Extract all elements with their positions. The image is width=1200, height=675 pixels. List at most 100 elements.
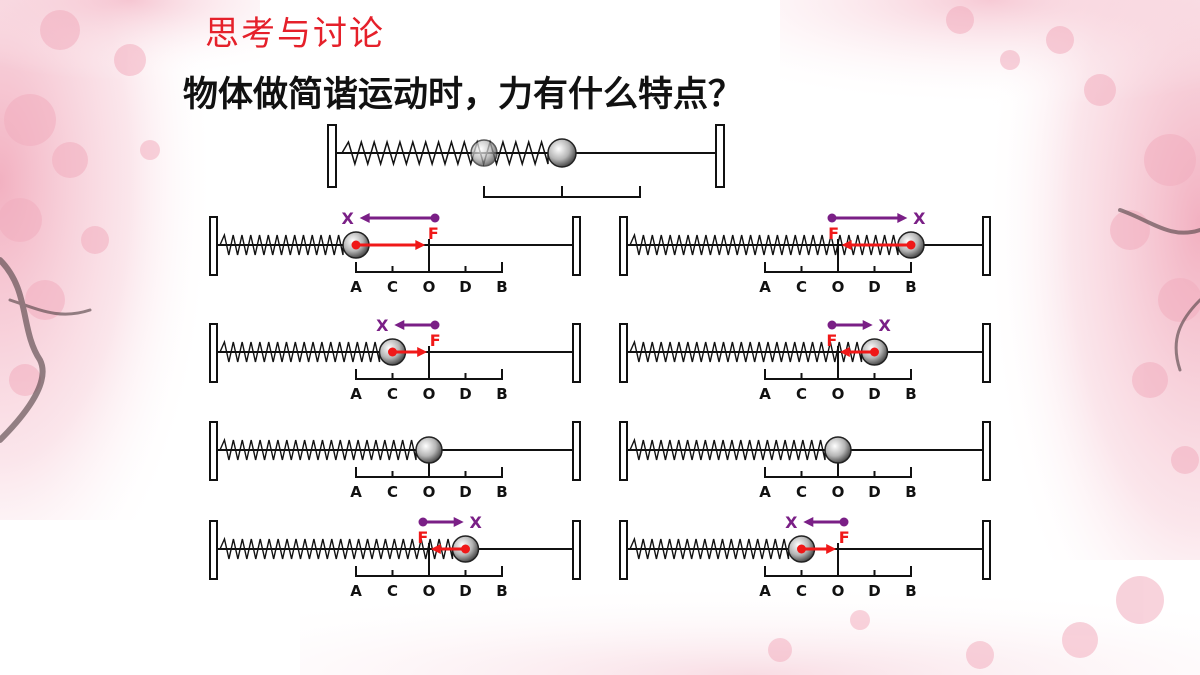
displacement-arrow: [359, 213, 440, 223]
tick-label-d: D: [868, 582, 880, 600]
tick-label-o: O: [423, 278, 436, 296]
left-wall: [209, 421, 218, 481]
left-wall: [209, 216, 218, 276]
tick-label-c: C: [796, 483, 807, 501]
tick-label-c: C: [796, 582, 807, 600]
right-wall: [572, 520, 581, 580]
tick-label-b: B: [496, 278, 507, 296]
displacement-arrow-tail-dot: [430, 213, 440, 223]
spring: [219, 536, 454, 560]
force-arrow-head: [415, 240, 426, 250]
ball: [824, 436, 852, 464]
force-arrow: [841, 240, 916, 250]
top-left-wall: [327, 124, 337, 188]
tick-label-o: O: [832, 483, 845, 501]
displacement-arrow: [827, 320, 873, 330]
displacement-label: X: [785, 513, 798, 532]
displacement-arrow-head: [897, 213, 908, 223]
tick-label-b: B: [905, 483, 916, 501]
spring: [629, 437, 826, 461]
spring: [219, 232, 344, 256]
tick-label-o: O: [423, 483, 436, 501]
force-arrow-head: [841, 240, 852, 250]
force-arrow-head: [430, 544, 441, 554]
force-arrow-head: [826, 544, 837, 554]
force-arrow-tail-dot: [797, 544, 806, 554]
force-arrow: [430, 544, 470, 554]
tick-label-b: B: [905, 385, 916, 403]
tick-label-c: C: [796, 385, 807, 403]
left-wall: [209, 520, 218, 580]
tick-label-a: A: [350, 483, 362, 501]
left-wall: [619, 421, 628, 481]
tick-label-o: O: [832, 385, 845, 403]
top-right-wall: [715, 124, 725, 188]
tick-label-d: D: [459, 385, 471, 403]
tick-label-a: A: [350, 385, 362, 403]
tick-label-d: D: [459, 582, 471, 600]
tick-label-o: O: [423, 582, 436, 600]
force-arrow: [351, 240, 426, 250]
force-arrow-head: [417, 347, 428, 357]
tick-label-a: A: [759, 278, 771, 296]
displacement-arrow-tail-dot: [839, 517, 849, 527]
spring: [629, 339, 863, 363]
force-label: F: [826, 331, 837, 350]
tick-label-b: B: [496, 385, 507, 403]
tick-label-a: A: [759, 483, 771, 501]
force-arrow-tail-dot: [351, 240, 361, 250]
right-wall: [982, 323, 991, 383]
ball: [415, 436, 443, 464]
tick-label-a: A: [759, 582, 771, 600]
tick-label-b: B: [905, 278, 916, 296]
tick-label-c: C: [387, 582, 398, 600]
displacement-arrow-head: [862, 320, 873, 330]
displacement-arrow: [394, 320, 440, 330]
tick-label-d: D: [868, 483, 880, 501]
right-wall: [982, 520, 991, 580]
tick-label-b: B: [496, 483, 507, 501]
displacement-label: X: [913, 209, 926, 228]
tick-label-c: C: [387, 278, 398, 296]
displacement-arrow-tail-dot: [430, 320, 440, 330]
displacement-arrow: [418, 517, 464, 527]
force-arrow: [388, 347, 428, 357]
tick-label-a: A: [350, 582, 362, 600]
right-wall: [982, 421, 991, 481]
tick-label-a: A: [350, 278, 362, 296]
right-wall: [572, 421, 581, 481]
tick-label-d: D: [868, 278, 880, 296]
spring: [219, 339, 381, 363]
tick-label-o: O: [423, 385, 436, 403]
tick-label-b: B: [496, 582, 507, 600]
left-wall: [619, 323, 628, 383]
force-label: F: [417, 528, 428, 547]
top-ball: [547, 138, 577, 168]
force-arrow-tail-dot: [388, 347, 397, 357]
tick-label-c: C: [796, 278, 807, 296]
displacement-arrow-tail-dot: [827, 213, 837, 223]
top-ball-ghost: [470, 139, 498, 167]
tick-label-d: D: [868, 385, 880, 403]
force-label: F: [839, 528, 850, 547]
slide-heading: 思考与讨论: [205, 14, 385, 54]
tick-label-c: C: [387, 385, 398, 403]
displacement-arrow: [827, 213, 908, 223]
displacement-arrow-tail-dot: [418, 517, 428, 527]
tick-label-d: D: [459, 483, 471, 501]
force-arrow-tail-dot: [461, 544, 470, 554]
tick-label-c: C: [387, 483, 398, 501]
right-wall: [572, 216, 581, 276]
spring: [219, 437, 417, 461]
force-label: F: [828, 224, 839, 243]
